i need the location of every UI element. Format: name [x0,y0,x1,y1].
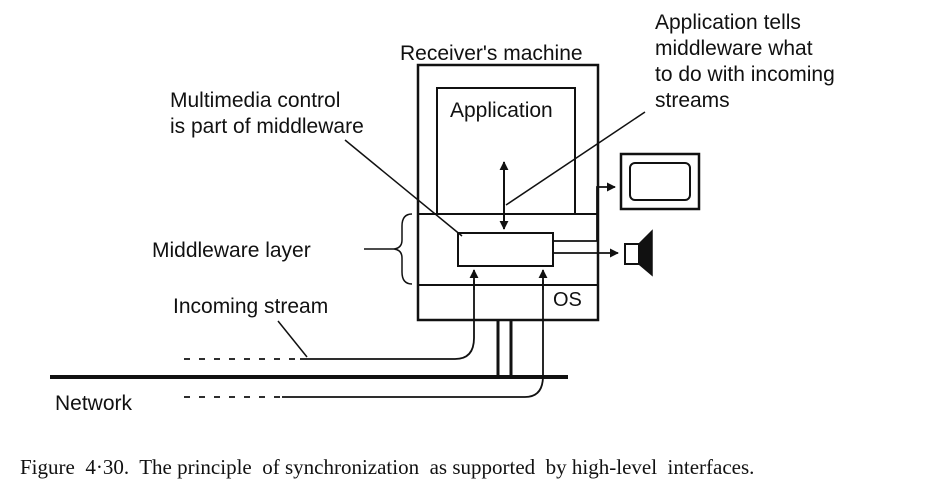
receivers-machine-label: Receiver's machine [400,42,583,65]
os-label: OS [553,289,582,311]
speaker-cone [638,229,653,277]
app-tells-line4: streams [655,89,730,112]
monitor-icon [619,152,701,211]
multimedia-label-line2: is part of middleware [170,115,364,138]
multimedia-label-line1: Multimedia control [170,89,340,112]
app-tells-line2: middleware what [655,37,813,60]
app-tells-line3: to do with incoming [655,63,835,86]
speaker-body [624,243,640,265]
app-tells-line1: Application tells [655,11,801,34]
middleware-brace [393,213,413,285]
receivers-machine-box [416,63,600,322]
incoming-stream-path-1 [175,280,475,360]
incoming-stream-path-2 [175,280,544,398]
middleware-layer-label: Middleware layer [152,239,311,262]
multimedia-pointer [344,139,463,237]
incoming-stream-leader [277,320,308,358]
network-label: Network [55,392,133,415]
app-tells-pointer [505,111,646,206]
figure-caption: Figure 4·30. The principle of synchroniz… [20,455,754,479]
application-label: Application [450,99,553,122]
monitor-screen [629,162,691,201]
middleware-control-box [457,232,554,267]
monitor-output-arrow [553,182,616,242]
incoming-stream-label: Incoming stream [173,295,328,318]
